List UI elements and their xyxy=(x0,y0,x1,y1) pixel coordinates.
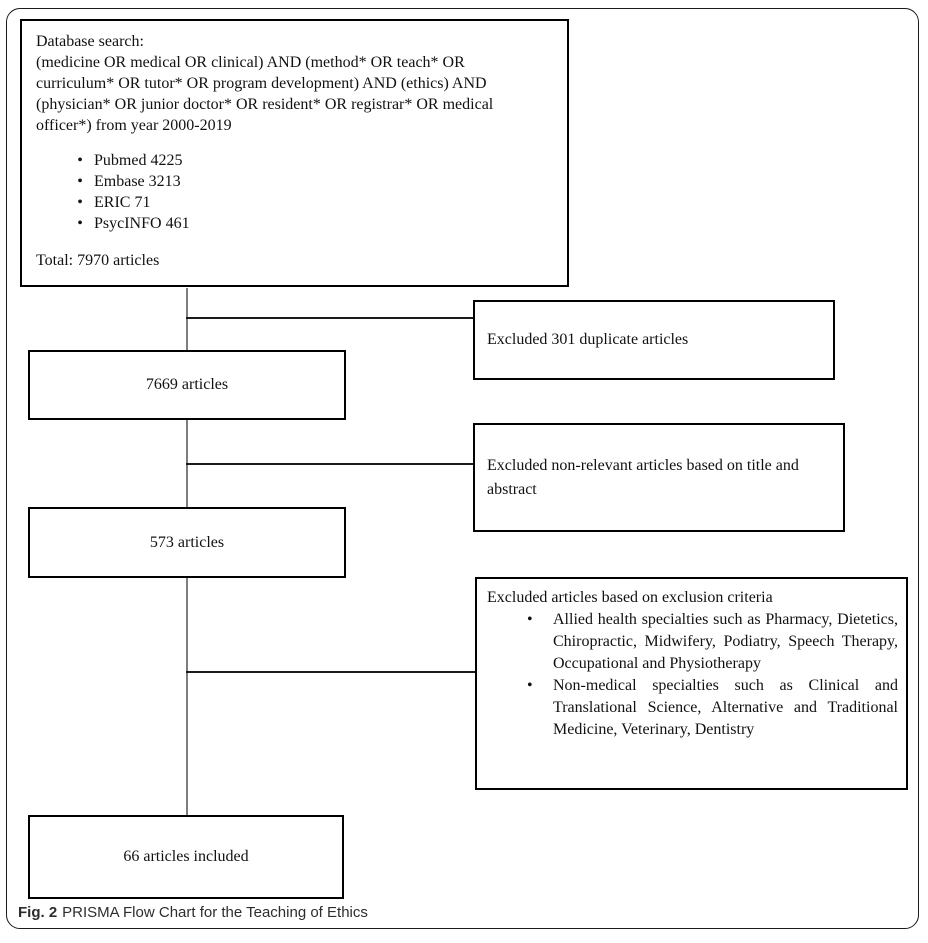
criteria-bullet-text: Non-medical specialties such as Clinical… xyxy=(553,677,898,738)
bullet-icon: • xyxy=(77,152,83,169)
articles-7669-label: 7669 articles xyxy=(145,376,229,393)
list-item: • ERIC 71 xyxy=(36,192,553,213)
search-query-line: (physician* OR junior doctor* OR residen… xyxy=(36,96,494,113)
bullet-icon: • xyxy=(77,215,83,232)
bullet-icon: • xyxy=(77,173,83,190)
connector-to-title-abstract-box xyxy=(186,463,473,465)
excluded-duplicates-box: Excluded 301 duplicate articles xyxy=(473,300,835,380)
database-count-label: ERIC 71 xyxy=(94,194,151,211)
figure-number-label: Fig. 2 xyxy=(18,904,58,921)
database-count-label: Pubmed 4225 xyxy=(94,152,183,169)
database-results-list: • Pubmed 4225 • Embase 3213 • ERIC 71 • … xyxy=(36,150,553,234)
bullet-icon: • xyxy=(77,194,83,211)
articles-573-label: 573 articles xyxy=(149,533,225,551)
search-query-line: Database search: xyxy=(36,33,144,50)
list-item: • Embase 3213 xyxy=(36,171,553,192)
database-count-label: Embase 3213 xyxy=(94,173,181,190)
bullet-icon: • xyxy=(527,611,533,628)
connector-to-duplicates-box xyxy=(186,317,473,319)
list-item: • Allied health specialties such as Phar… xyxy=(527,609,898,675)
articles-573-box: 573 articles xyxy=(28,507,346,578)
search-query-line: curriculum* OR tutor* OR program develop… xyxy=(36,75,487,92)
excluded-title-abstract-box: Excluded non-relevant articles based on … xyxy=(473,423,845,532)
figure-border-frame xyxy=(6,8,919,929)
database-count-label: PsycINFO 461 xyxy=(94,215,190,232)
articles-7669-box: 7669 articles xyxy=(28,350,346,420)
search-query-line: (medicine OR medical OR clinical) AND (m… xyxy=(36,54,465,71)
articles-included-label: 66 articles included xyxy=(123,848,249,865)
excluded-criteria-title: Excluded articles based on exclusion cri… xyxy=(487,589,773,606)
database-search-box: Database search: (medicine OR medical OR… xyxy=(20,19,569,287)
connector-to-criteria-box xyxy=(186,671,475,673)
list-item: • Non-medical specialties such as Clinic… xyxy=(527,675,898,741)
connector-573-to-66 xyxy=(186,578,188,815)
figure-caption-text: PRISMA Flow Chart for the Teaching of Et… xyxy=(62,904,368,921)
list-item: • Pubmed 4225 xyxy=(36,150,553,171)
excluded-duplicates-label: Excluded 301 duplicate articles xyxy=(487,331,689,348)
list-item: • PsycINFO 461 xyxy=(36,213,553,234)
bullet-icon: • xyxy=(527,677,533,694)
criteria-bullet-text: Allied health specialties such as Pharma… xyxy=(553,611,898,672)
articles-included-box: 66 articles included xyxy=(28,815,344,899)
excluded-title-abstract-label: Excluded non-relevant articles based on … xyxy=(487,456,799,498)
search-query-line: officer*) from year 2000-2019 xyxy=(36,117,232,134)
excluded-criteria-box: Excluded articles based on exclusion cri… xyxy=(475,577,908,790)
connector-search-to-7669 xyxy=(186,288,188,350)
total-articles-label: Total: 7970 articles xyxy=(36,252,160,269)
